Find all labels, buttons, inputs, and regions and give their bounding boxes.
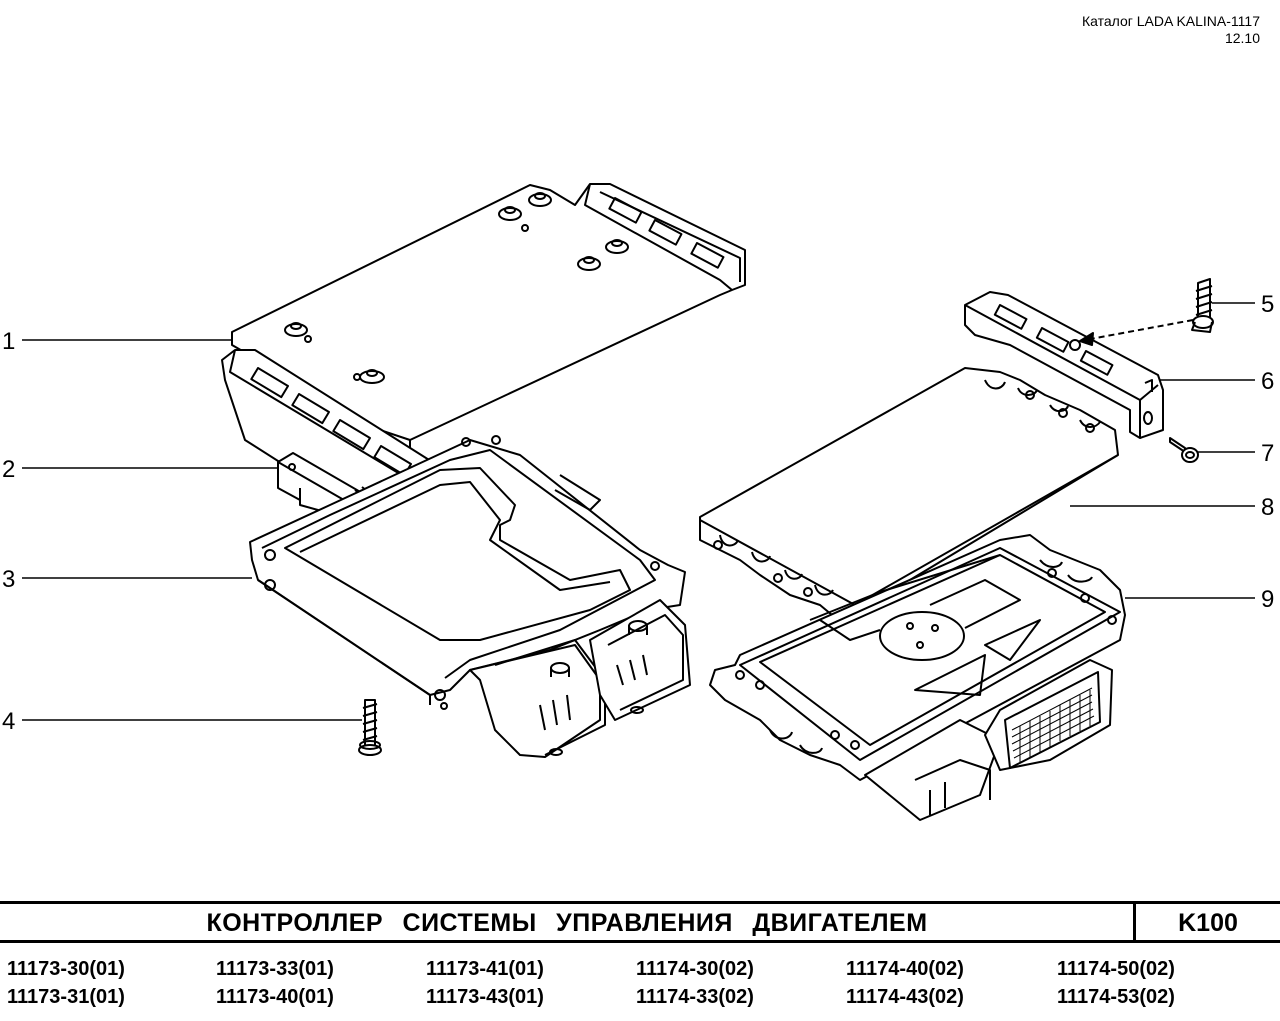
callout-5: 5 [1261, 291, 1274, 318]
callout-7: 7 [1261, 440, 1274, 467]
part-7-screw [1169, 437, 1199, 463]
part-9-ecu [709, 534, 1126, 821]
callout-2: 2 [2, 456, 15, 483]
model-item: 11174-50(02) [1057, 958, 1175, 980]
diagram-title: КОНТРОЛЛЕР СИСТЕМЫ УПРАВЛЕНИЯ ДВИГАТЕЛЕМ [206, 909, 928, 937]
model-item: 11173-43(01) [426, 986, 544, 1008]
catalog-date: 12.10 [1224, 30, 1260, 46]
model-item: 11174-43(02) [846, 986, 964, 1008]
catalog-name: Каталог LADA KALINA-1117 [1081, 13, 1260, 29]
callout-6: 6 [1261, 368, 1274, 395]
model-item: 11173-33(01) [216, 958, 334, 980]
arrowhead-icon [1079, 332, 1094, 346]
model-item: 11173-30(01) [7, 958, 125, 980]
model-item: 11173-40(01) [216, 986, 334, 1008]
title-divider [1133, 904, 1136, 940]
model-list: 11173-30(01) 11173-33(01) 11173-41(01) 1… [0, 955, 1280, 1015]
leader-lines [22, 302, 1255, 721]
section-code: K100 [1178, 909, 1238, 937]
part-1-mounting-bracket [221, 183, 746, 546]
part-4-screw [358, 699, 382, 756]
part-5-screw [1191, 278, 1214, 333]
callout-8: 8 [1261, 494, 1274, 521]
catalog-header: Каталог LADA KALINA-1117 12.10 [1082, 13, 1260, 47]
model-item: 11173-41(01) [426, 958, 544, 980]
callout-1: 1 [2, 328, 15, 355]
title-bar: КОНТРОЛЛЕР СИСТЕМЫ УПРАВЛЕНИЯ ДВИГАТЕЛЕМ… [0, 901, 1280, 943]
callout-3: 3 [2, 566, 15, 593]
assembly-dashed-line [1084, 319, 1194, 341]
exploded-parts-diagram: 1 2 3 4 5 6 7 8 9 [2, 183, 1274, 821]
model-item: 11174-53(02) [1057, 986, 1175, 1008]
model-item: 11174-40(02) [846, 958, 964, 980]
part-3-ecu-controller [249, 435, 691, 758]
callout-4: 4 [2, 708, 15, 735]
model-item: 11174-30(02) [636, 958, 754, 980]
model-item: 11174-33(02) [636, 986, 754, 1008]
model-item: 11173-31(01) [7, 986, 125, 1008]
callout-9: 9 [1261, 586, 1274, 613]
part-6-bracket [964, 291, 1164, 439]
